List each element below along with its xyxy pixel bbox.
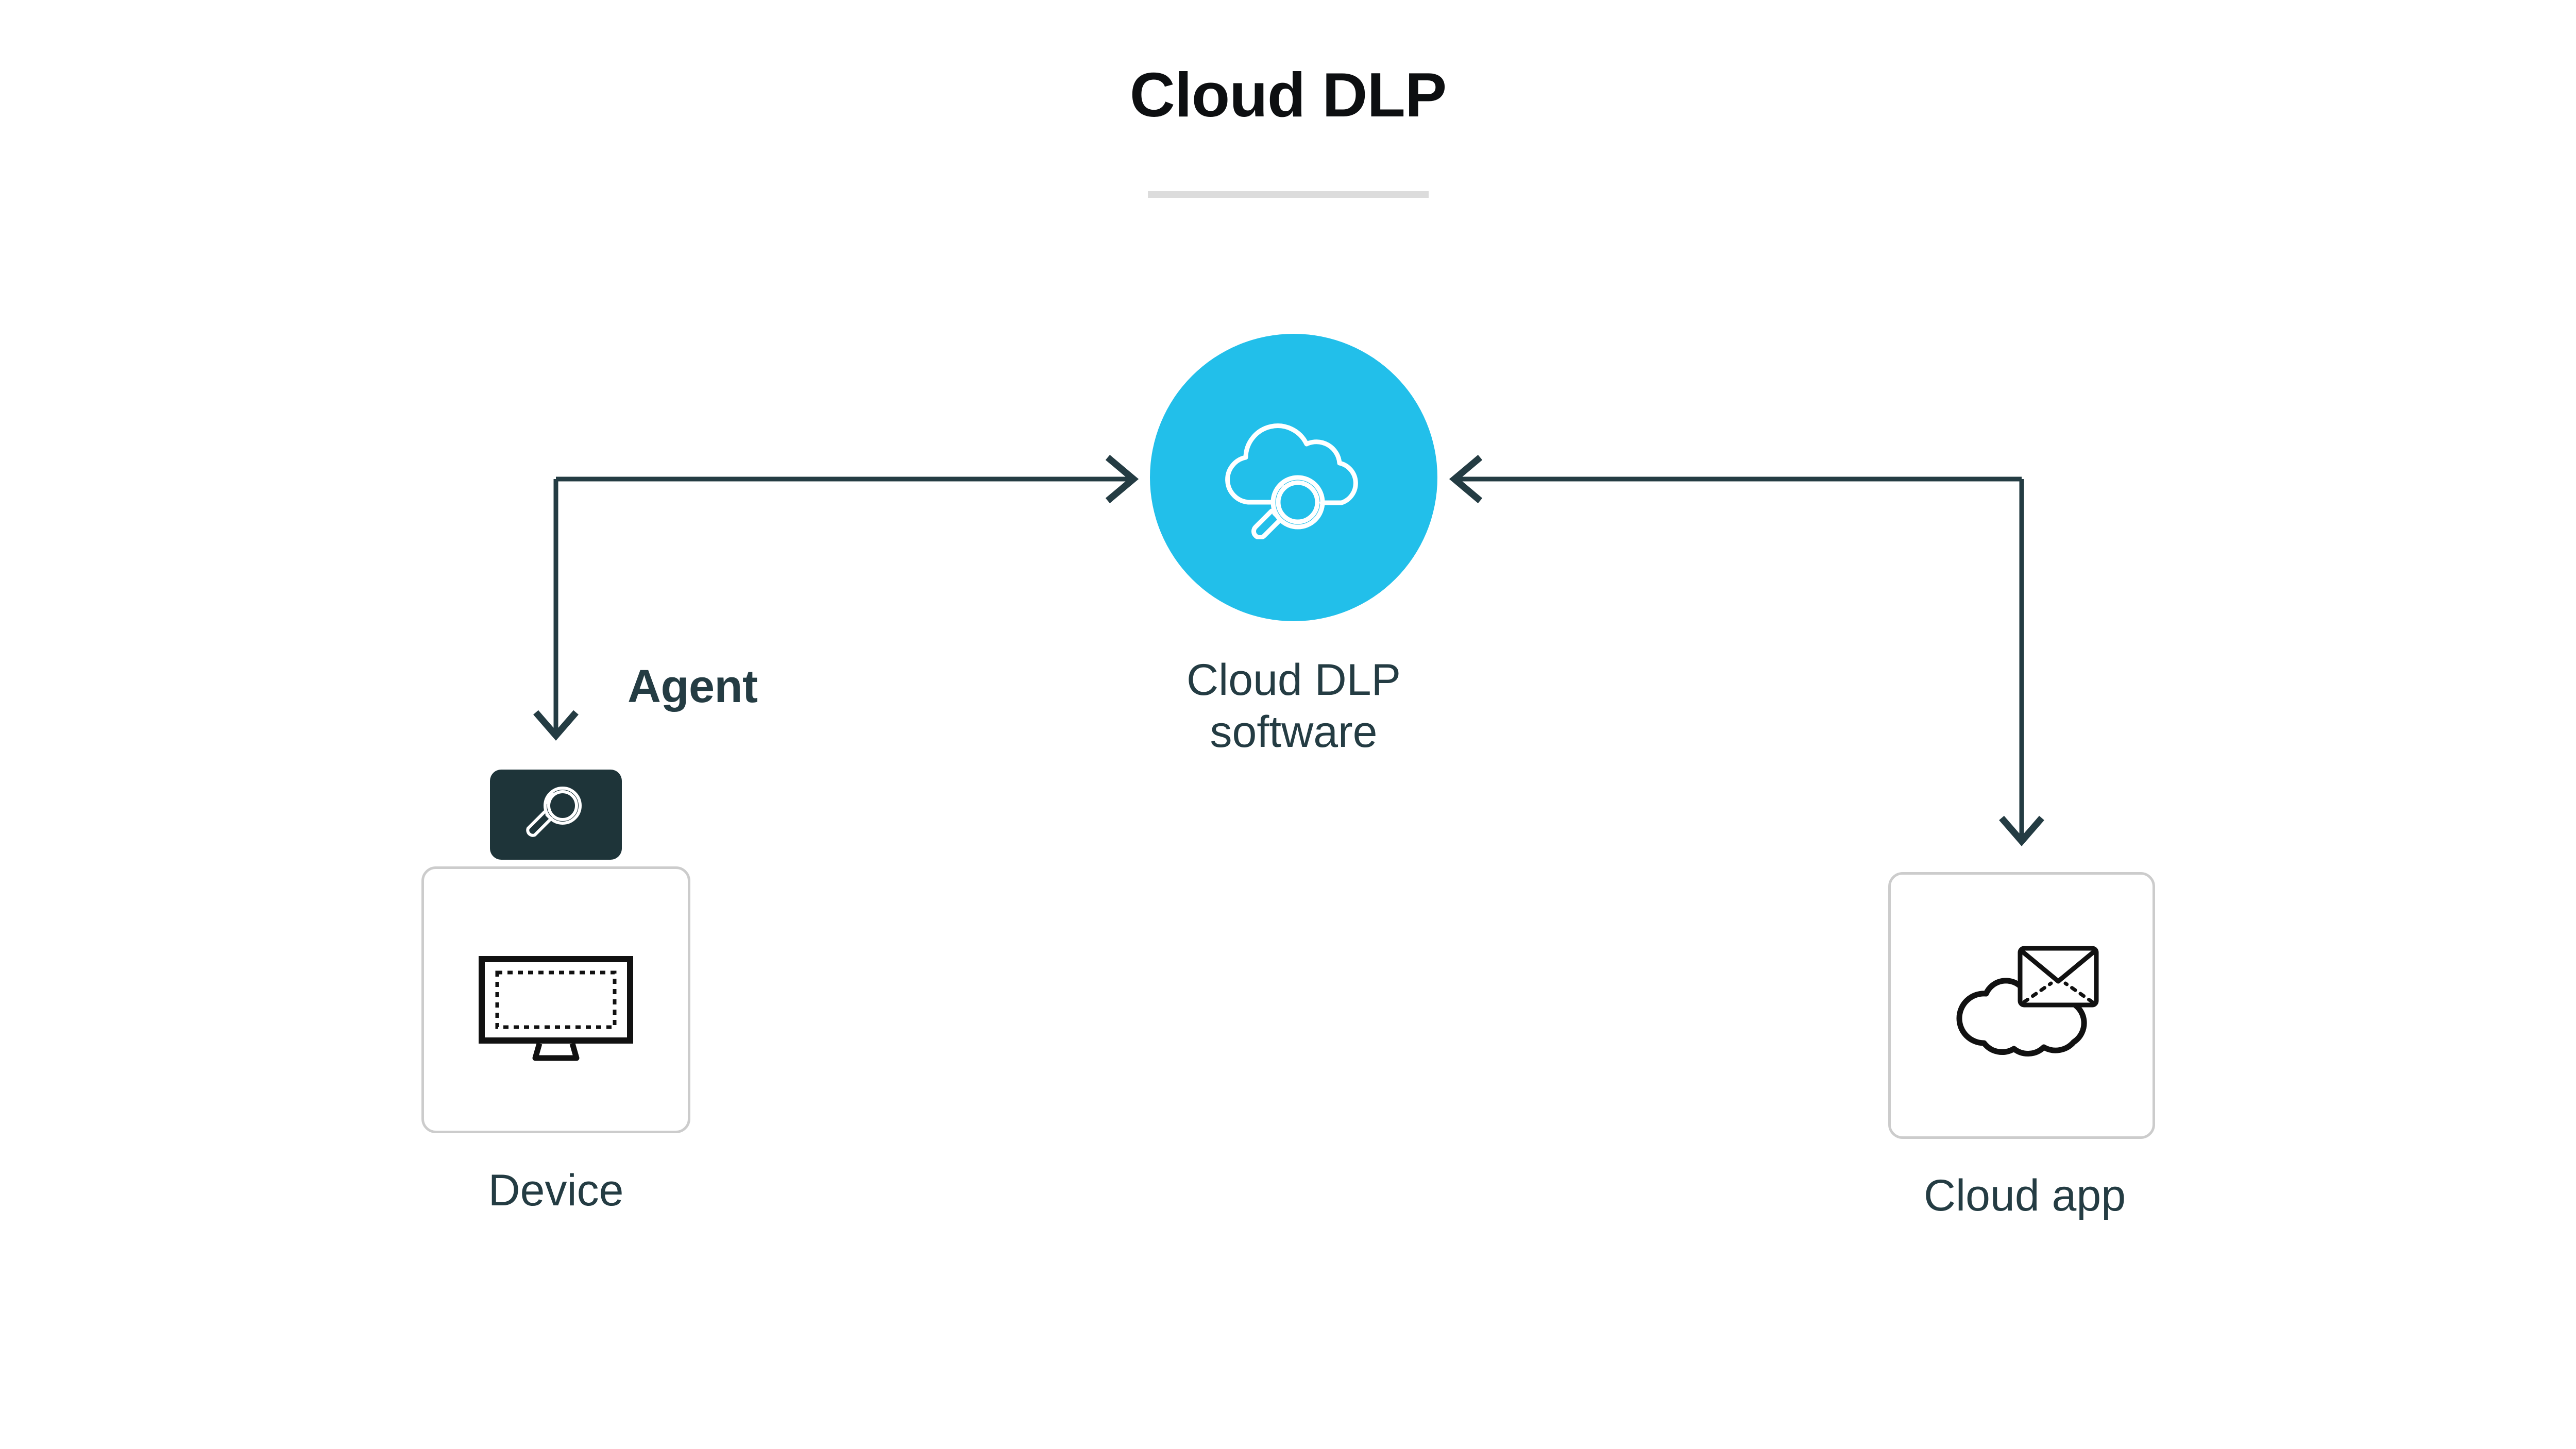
cloud-envelope-icon	[1956, 946, 2099, 1056]
agent-label: Agent	[628, 661, 758, 712]
node-label-device: Device	[488, 1166, 624, 1215]
title-block: Cloud DLP	[0, 62, 2576, 198]
title-underline	[1147, 191, 1429, 198]
connector-cloudapp-to-hub	[1449, 455, 2044, 846]
node-label-cloud-app: Cloud app	[1923, 1171, 2126, 1220]
arrowhead-right-icon	[1105, 455, 1139, 503]
magnifier-icon	[526, 786, 582, 837]
page-title: Cloud DLP	[1129, 60, 1447, 130]
node-label-cloud-dlp-software: Cloud DLP software	[1187, 655, 1401, 757]
node-cloud-dlp-software[interactable]	[1150, 334, 1437, 621]
arrowhead-down-right-icon	[1999, 815, 2044, 846]
agent-badge[interactable]	[490, 770, 622, 860]
node-device[interactable]	[421, 866, 690, 1133]
arrowhead-down-left-icon	[533, 710, 579, 741]
cloud-magnifier-icon	[1225, 423, 1358, 539]
connector-device-to-hub	[533, 455, 1139, 741]
monitor-icon	[479, 956, 633, 1061]
arrowhead-left-icon	[1449, 455, 1483, 503]
node-cloud-app[interactable]	[1888, 872, 2155, 1139]
